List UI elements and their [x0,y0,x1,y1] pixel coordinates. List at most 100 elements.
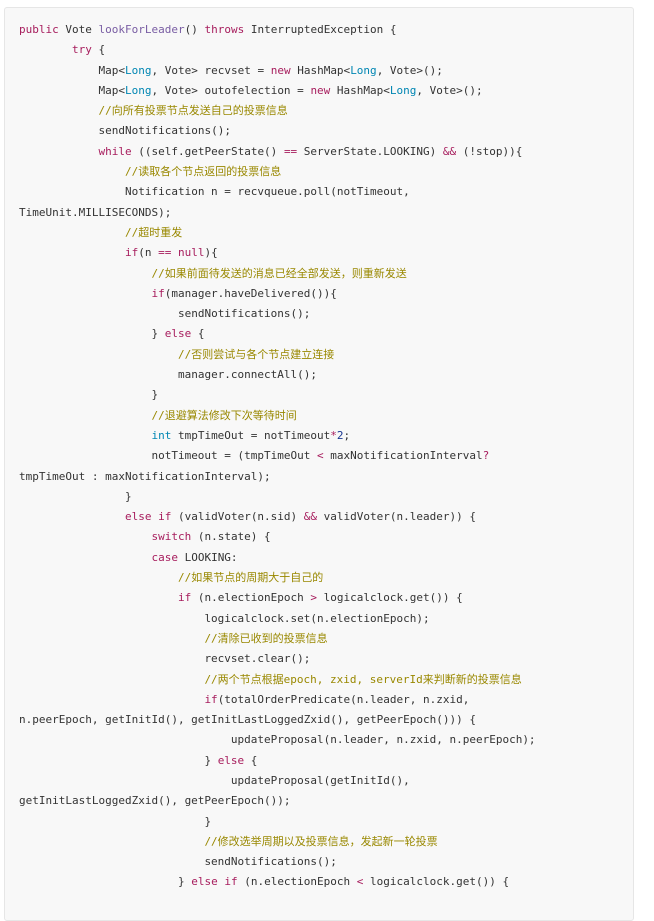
code-token: updateProposal(n.leader, n.zxid, n.peerE… [230,733,536,747]
code-token: InterruptedException { [244,23,397,36]
code-line: //向所有投票节点发送自己的投票信息 [19,101,536,121]
code-listing: public Vote lookForLeader() throws Inter… [19,20,536,893]
code-line: //两个节点根据epoch, zxid, serverId来判断新的投票信息 [19,670,536,690]
code-line: //修改选举周期以及投票信息，发起新一轮投票 [19,832,536,852]
code-token: logicalclock.get()) { [363,875,510,889]
code-token: new [310,83,331,97]
code-token: (n [138,246,159,260]
code-line: //读取各个节点返回的投票信息 [19,162,536,182]
code-line: //如果前面待发送的消息已经全部发送，则重新发送 [19,264,536,284]
code-token: n.peerEpoch, getInitId(), getInitLastLog… [19,713,476,727]
code-token: switch [151,530,192,544]
code-token: (n.electionEpoch [237,875,357,889]
code-line: try { [19,40,536,60]
code-token: logicalclock.get()) { [317,591,463,605]
code-indent [19,449,151,462]
code-token: Notification n = recvqueue.poll(notTimeo… [124,185,410,199]
code-indent [19,652,204,665]
code-token: else [164,327,192,341]
code-line: Map<Long, Vote> recvset = new HashMap<Lo… [19,61,536,81]
code-comment: //读取各个节点返回的投票信息 [124,165,282,179]
code-token: case [151,550,178,564]
code-line: case LOOKING: [19,548,536,568]
code-comment: //如果节点的周期大于自己的 [177,571,324,585]
code-token: getInitLastLoggedZxid(), getPeerEpoch())… [19,794,291,808]
code-token: { [91,43,106,57]
code-token: else [124,510,152,524]
code-indent [19,267,151,280]
code-token [171,246,178,259]
code-line: if(n == null){ [19,243,536,263]
code-indent [19,287,151,300]
code-line: } [19,812,536,832]
code-token: if [204,692,218,706]
code-token: Long [124,83,152,97]
code-line: manager.connectAll(); [19,365,536,385]
code-token: Map< [98,63,125,77]
code-indent [19,43,72,56]
code-indent [19,510,125,523]
code-token: public [19,23,59,36]
code-token: (n.electionEpoch [191,591,311,605]
code-token: (!stop)){ [456,144,523,158]
code-line: } [19,385,536,405]
code-token: tmpTimeOut : maxNotificationInterval); [19,469,271,483]
code-line: updateProposal(getInitId(), [19,771,536,791]
code-indent [19,165,125,178]
code-indent [19,327,151,340]
code-token: tmpTimeOut = notTimeout [171,428,331,442]
code-line: TimeUnit.MILLISECONDS); [19,203,536,223]
code-line: //超时重发 [19,223,536,243]
code-token: , Vote>(); [416,83,483,97]
code-token: HashMap< [290,63,351,77]
code-comment: //向所有投票节点发送自己的投票信息 [98,104,288,118]
code-line: if(manager.haveDelivered()){ [19,284,536,304]
code-indent [19,693,204,706]
code-token: , Vote>(); [376,63,443,77]
code-indent [19,84,98,97]
code-line: logicalclock.set(n.electionEpoch); [19,609,536,629]
code-token: { [244,753,258,767]
code-token: < [317,449,324,463]
code-indent [19,571,178,584]
code-indent [19,875,178,888]
code-indent [19,530,151,543]
code-indent [19,64,98,77]
code-line: } [19,487,536,507]
code-token: else [191,875,218,889]
code-token: { [191,327,205,341]
code-token: } [124,489,132,503]
code-token: == [158,246,172,260]
code-token: == [283,144,298,158]
code-indent [19,490,125,503]
code-token: if [224,875,238,889]
code-comment: //修改选举周期以及投票信息，发起新一轮投票 [204,834,438,848]
code-indent [19,226,125,239]
code-indent [19,104,98,117]
code-token: throws [204,23,245,36]
code-indent [19,246,125,259]
code-token: if [124,246,139,260]
code-indent [19,612,204,625]
code-line: //如果节点的周期大于自己的 [19,568,536,588]
code-line: if (n.electionEpoch > logicalclock.get()… [19,588,536,608]
code-token: if [177,591,192,605]
code-token: int [151,428,172,442]
code-token: validVoter(n.leader)) { [317,510,476,524]
code-comment: //清除已收到的投票信息 [204,631,328,645]
code-token: ; [343,428,351,442]
code-token: recvset.clear(); [204,652,311,666]
code-line: updateProposal(n.leader, n.zxid, n.peerE… [19,730,536,750]
code-token: logicalclock.set(n.electionEpoch); [204,611,430,625]
code-token: (manager.haveDelivered()){ [164,286,337,300]
code-token: Map< [98,83,125,97]
code-token: * [330,428,337,442]
code-token: , Vote> outofelection = [151,83,311,97]
code-line: //否则尝试与各个节点建立连接 [19,345,536,365]
code-line: else if (validVoter(n.sid) && validVoter… [19,507,536,527]
code-token: Long [124,63,152,77]
code-token: maxNotificationInterval [323,449,483,463]
code-indent [19,733,231,746]
code-indent [19,409,151,422]
code-comment: //两个节点根据epoch, zxid, serverId来判断新的投票信息 [204,672,522,686]
